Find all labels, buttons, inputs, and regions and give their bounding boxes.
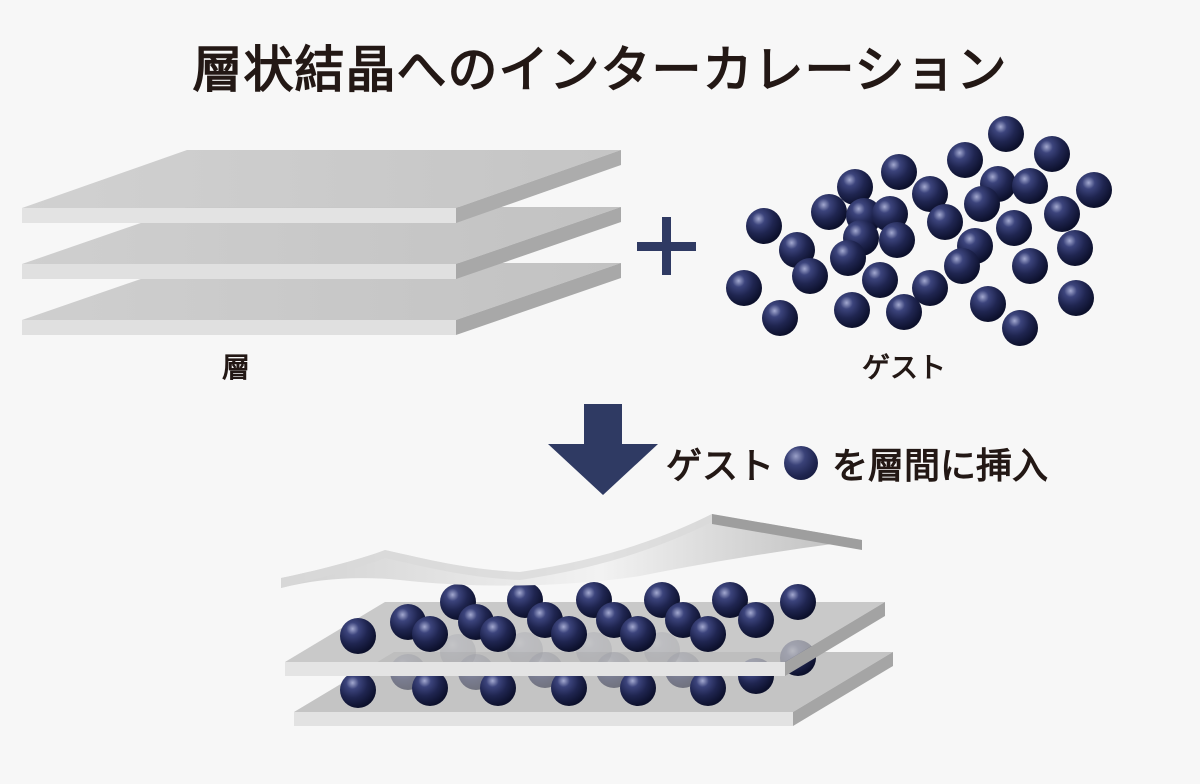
guest-sphere-icon — [690, 616, 726, 652]
guest-sphere-icon — [988, 116, 1024, 152]
layer-plate — [22, 150, 621, 223]
guest-sphere-icon — [712, 582, 748, 618]
guest-sphere-icon — [412, 616, 448, 652]
guest-sphere-icon — [620, 616, 656, 652]
down-arrow-icon — [548, 404, 658, 495]
guest-sphere-icon — [690, 670, 726, 706]
guest-sphere-icon — [726, 270, 762, 306]
guest-sphere-icon — [1002, 310, 1038, 346]
guest-sphere-icon — [620, 670, 656, 706]
guest-sphere-icon — [830, 240, 866, 276]
guest-sphere-icon — [1012, 248, 1048, 284]
guest-sphere-icon — [551, 670, 587, 706]
insert-caption-guest: ゲスト — [666, 446, 775, 487]
guest-sphere-icon — [792, 258, 828, 294]
guest-sphere-icon — [881, 154, 917, 190]
layer-label: 層 — [222, 351, 251, 384]
intercalated-structure — [281, 514, 893, 726]
guest-sphere-icon — [551, 616, 587, 652]
plus-icon — [637, 217, 696, 275]
guest-sphere-icon — [746, 208, 782, 244]
guest-sphere-icon — [944, 248, 980, 284]
guest-sphere-icon — [1076, 172, 1112, 208]
guest-sphere-icon — [964, 186, 1000, 222]
guest-sphere-icon — [947, 142, 983, 178]
guest-sphere-icon — [1034, 136, 1070, 172]
guest-row-upper — [340, 582, 816, 654]
guest-sphere-icon — [927, 204, 963, 240]
guest-sphere-icon — [1044, 196, 1080, 232]
guest-sphere-icon — [1057, 230, 1093, 266]
layer-stack — [22, 150, 621, 335]
guest-sphere-icon — [480, 670, 516, 706]
guest-sphere-icon — [837, 169, 873, 205]
guest-sphere-icon — [834, 292, 870, 328]
guest-sphere-icon — [780, 584, 816, 620]
guest-sphere-icon — [970, 286, 1006, 322]
guest-cloud — [726, 116, 1112, 346]
insert-caption-action: を層間に挿入 — [832, 446, 1049, 487]
insert-caption: ゲスト を層間に挿入 — [666, 437, 1048, 489]
guest-sphere-icon — [862, 262, 898, 298]
guest-sphere-icon — [996, 210, 1032, 246]
guest-sphere-icon — [412, 670, 448, 706]
guest-label: ゲスト — [862, 351, 947, 384]
peeling-layer-plate — [281, 514, 862, 588]
guest-sphere-icon — [762, 300, 798, 336]
guest-sphere-icon — [340, 672, 376, 708]
page-title: 層状結晶へのインターカレーション — [192, 41, 1008, 99]
guest-sphere-icon — [738, 602, 774, 638]
guest-sphere-icon — [912, 270, 948, 306]
guest-sphere-icon — [1012, 168, 1048, 204]
guest-sphere-icon — [879, 222, 915, 258]
guest-sphere-icon — [480, 616, 516, 652]
guest-sphere-icon — [886, 294, 922, 330]
guest-sphere-icon — [912, 176, 948, 212]
guest-sphere-icon — [1058, 280, 1094, 316]
guest-sphere-icon — [340, 618, 376, 654]
guest-sphere-icon — [784, 446, 819, 480]
guest-sphere-icon — [811, 194, 847, 230]
